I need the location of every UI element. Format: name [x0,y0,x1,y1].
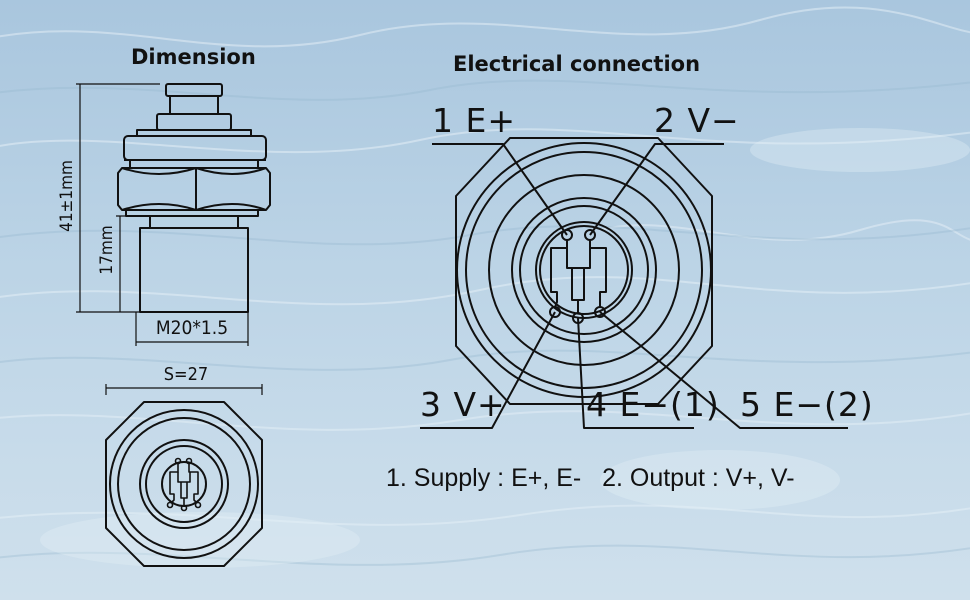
pin-5-label: 5 E−(2) [740,385,874,424]
dimension-heading: Dimension [131,45,256,69]
pin-1-label: 1 E+ [432,101,516,140]
wiring-note: 1. Supply : E+, E- 2. Output : V+, V- [386,464,795,492]
pin-2-label: 2 V− [654,101,740,140]
pin-4-label: 4 E−(1) [586,385,720,424]
electrical-connection-heading: Electrical connection [453,52,701,76]
total-length-dimension: 41±1mm [57,160,77,232]
sensor-bottom-view [105,384,263,567]
pin-3-label: 3 V+ [420,385,506,424]
sensor-side-view [76,83,271,346]
thread-length-dimension: 17mm [97,225,117,274]
connector-face-view [420,137,848,429]
hex-size-label: S=27 [164,364,208,385]
thread-size-label: M20*1.5 [156,317,228,339]
